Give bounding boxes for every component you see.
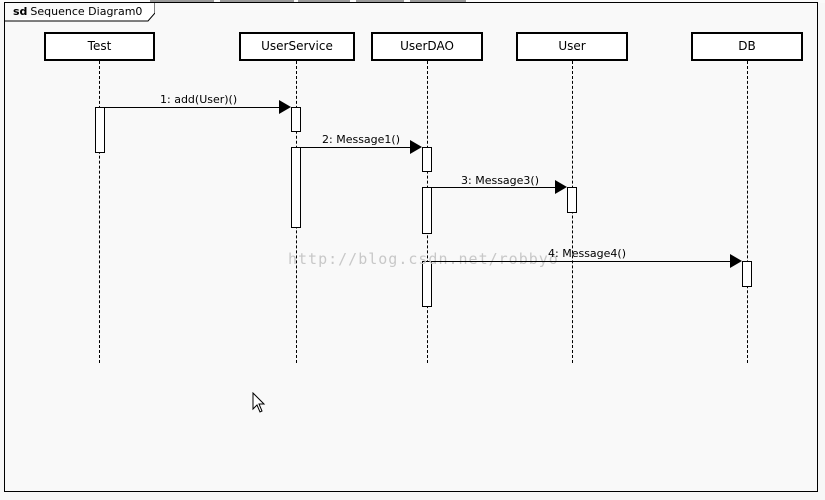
mouse-pointer-icon <box>252 392 266 413</box>
participant-user[interactable]: User <box>516 32 628 61</box>
message-arrow-line[interactable] <box>432 261 731 262</box>
participant-userdao[interactable]: UserDAO <box>371 32 483 61</box>
message-label[interactable]: 3: Message3() <box>461 174 539 187</box>
activation-bar[interactable] <box>422 261 432 307</box>
tab-strip-segment <box>356 0 404 2</box>
lifeline-db <box>747 61 748 363</box>
participant-label: User <box>558 39 586 53</box>
arrowhead-icon <box>555 180 567 194</box>
participant-db[interactable]: DB <box>691 32 803 61</box>
participant-label: DB <box>738 39 756 53</box>
activation-bar[interactable] <box>422 147 432 172</box>
participant-label: Test <box>87 39 112 53</box>
activation-bar[interactable] <box>422 187 432 234</box>
participant-label: UserDAO <box>400 39 454 53</box>
activation-bar[interactable] <box>291 107 301 132</box>
message-label[interactable]: 2: Message1() <box>322 133 400 146</box>
message-arrow-line[interactable] <box>105 107 280 108</box>
message-label[interactable]: 4: Message4() <box>548 247 626 260</box>
activation-bar[interactable] <box>742 261 752 287</box>
frame-label-keyword: sd <box>13 5 28 18</box>
tab-strip-segment <box>410 0 466 2</box>
activation-bar[interactable] <box>567 187 577 213</box>
tab-strip-segment <box>298 0 350 2</box>
participant-label: UserService <box>261 39 333 53</box>
arrowhead-icon <box>279 100 291 114</box>
activation-bar[interactable] <box>291 147 301 228</box>
watermark-text: http://blog.csdn.net/robbyo <box>288 250 559 268</box>
activation-bar[interactable] <box>95 107 105 153</box>
message-arrow-line[interactable] <box>432 187 556 188</box>
participant-test[interactable]: Test <box>44 32 155 61</box>
tab-strip-segment <box>220 0 294 2</box>
frame-label-name: Sequence Diagram0 <box>30 5 143 18</box>
lifeline-test <box>99 61 100 363</box>
frame-label-tab <box>5 3 155 22</box>
tab-strip-segment <box>150 0 214 2</box>
message-label[interactable]: 1: add(User)() <box>160 93 238 106</box>
participant-userservice[interactable]: UserService <box>239 32 355 61</box>
message-arrow-line[interactable] <box>301 147 411 148</box>
arrowhead-icon <box>410 140 422 154</box>
arrowhead-icon <box>730 254 742 268</box>
